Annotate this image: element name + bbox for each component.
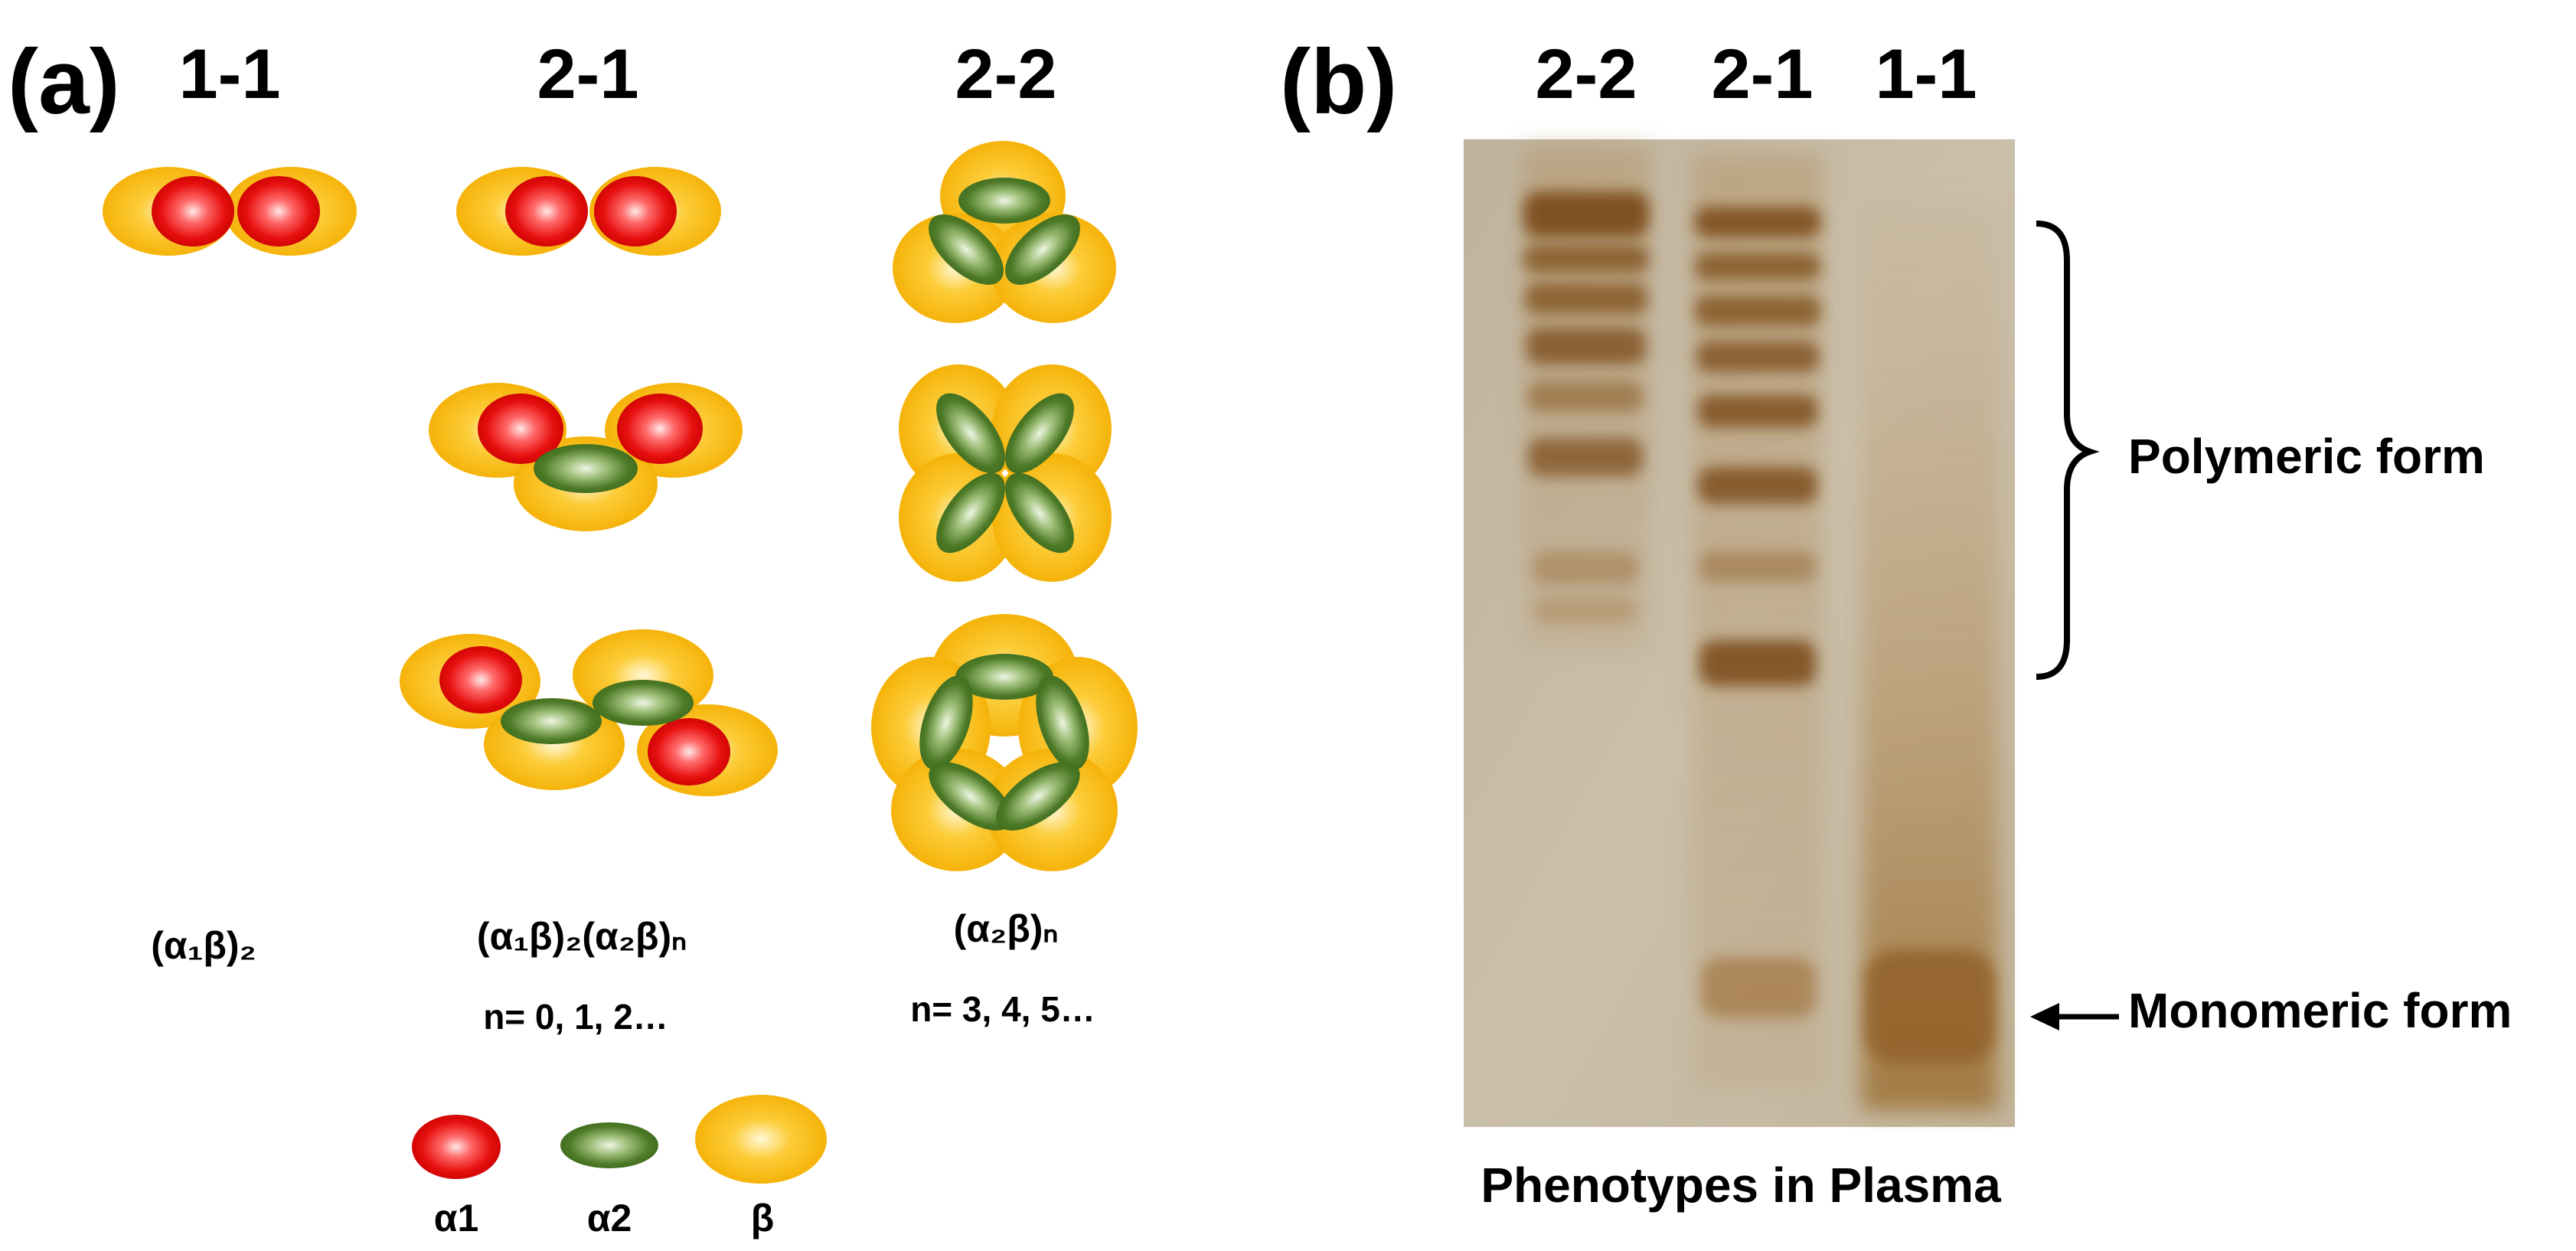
alpha2-legend-label: α2 xyxy=(587,1197,632,1240)
hp-2-2-pentamer xyxy=(871,614,1138,871)
formula-1-1: (α₁β)₂ xyxy=(151,924,256,967)
alpha2-legend-icon xyxy=(560,1122,658,1168)
hp-2-1-dimer xyxy=(456,167,721,256)
formula-2-2: (α₂β)ₙ xyxy=(954,907,1059,950)
gel-lane-2-2 xyxy=(1522,145,1650,651)
panel-a: (a) 1-1 2-1 2-2 xyxy=(8,31,1138,1240)
panel-a-label: (a) xyxy=(8,31,120,133)
gel-lane-2-1 xyxy=(1692,153,1823,1087)
column-title-2-2: 2-2 xyxy=(955,35,1057,113)
hp-2-1-trimer xyxy=(429,383,743,531)
gel-image xyxy=(1464,139,2015,1127)
polymeric-form-label: Polymeric form xyxy=(2128,429,2485,484)
note-2-2: n= 3, 4, 5… xyxy=(910,989,1095,1029)
hp-2-1-tetramer xyxy=(400,629,778,796)
hp-1-1-dimer xyxy=(103,167,357,256)
beta-legend-icon xyxy=(695,1095,827,1184)
lane-label-2-2: 2-2 xyxy=(1536,35,1637,113)
lane-label-1-1: 1-1 xyxy=(1876,35,1977,113)
hp-2-2-tetramer xyxy=(899,364,1112,582)
subunit-legend: α1 α2 β xyxy=(412,1095,827,1240)
column-title-1-1: 1-1 xyxy=(179,35,281,113)
gel-lane-1-1 xyxy=(1862,199,1998,1110)
column-title-2-1: 2-1 xyxy=(537,35,639,113)
alpha1-legend-label: α1 xyxy=(434,1197,479,1240)
monomeric-arrow xyxy=(2030,1003,2119,1031)
panel-b-label: (b) xyxy=(1280,31,1397,133)
hp-2-2-trimer xyxy=(893,141,1116,323)
beta-legend-label: β xyxy=(751,1197,775,1240)
lane-label-2-1: 2-1 xyxy=(1712,35,1814,113)
gel-caption: Phenotypes in Plasma xyxy=(1481,1158,2001,1213)
monomeric-form-label: Monomeric form xyxy=(2128,983,2512,1038)
note-2-1: n= 0, 1, 2… xyxy=(483,997,668,1037)
polymeric-bracket xyxy=(2036,220,2100,680)
alpha1-legend-icon xyxy=(412,1115,501,1179)
formula-2-1: (α₁β)₂(α₂β)ₙ xyxy=(477,915,687,958)
panel-b: (b) 2-2 2-1 1-1 xyxy=(1280,31,2512,1213)
